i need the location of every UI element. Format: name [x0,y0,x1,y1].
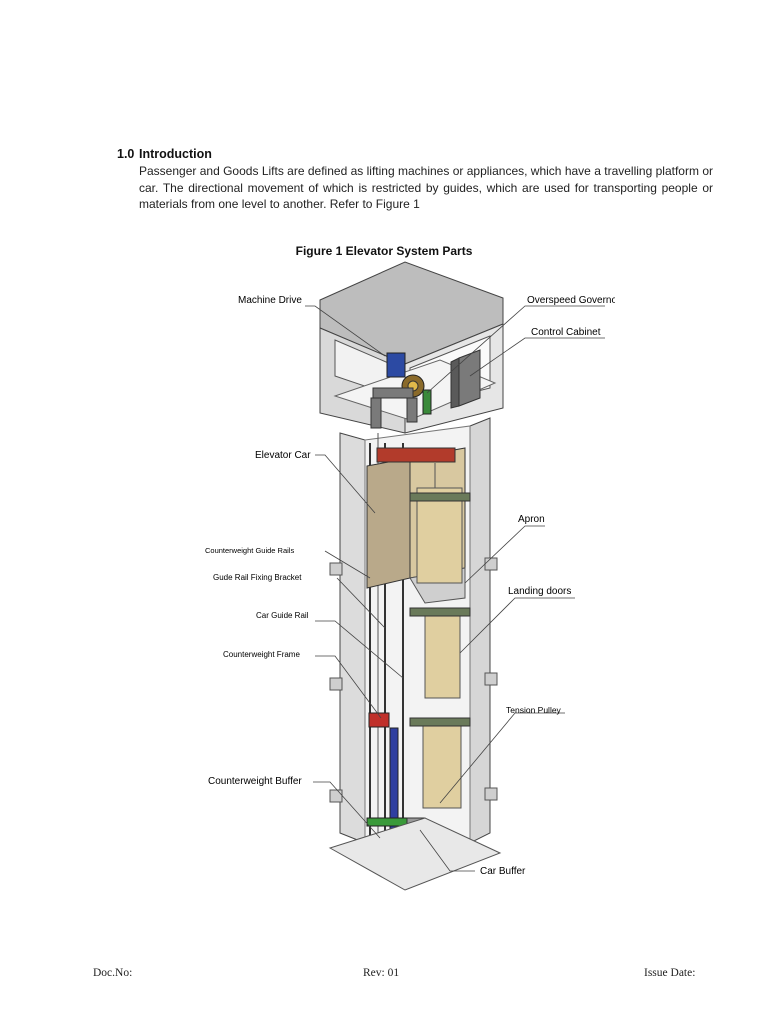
label-apron: Apron [518,514,545,525]
label-landing-doors: Landing doors [508,586,571,597]
section-title: Introduction [139,147,212,161]
footer-issue-date: Issue Date: [644,967,696,979]
label-tension-pulley: Tension Pulley [506,705,562,715]
intro-paragraph: Passenger and Goods Lifts are defined as… [139,164,713,211]
label-car-buffer: Car Buffer [480,866,526,877]
shaft-right-wall [469,417,491,844]
pit-base [328,817,502,891]
label-counterweight-buffer: Counterweight Buffer [208,776,302,787]
landing-doors [409,487,471,809]
elevator-car [366,457,411,589]
shaft-left-wall [339,432,366,844]
elevator-diagram: Machine Drive Overspeed Governor Control… [195,258,621,903]
section-number: 1.0 [117,147,135,161]
label-elevator-car: Elevator Car [255,450,311,461]
label-car-guide-rail: Car Guide Rail [256,611,309,620]
label-machine-drive: Machine Drive [238,295,302,306]
counterweight-frame [368,712,390,728]
label-guide-rail-fixing-bracket: Gude Rail Fixing Bracket [213,573,302,582]
footer-doc-no: Doc.No: [93,967,133,979]
label-counterweight-guide-rails: Counterweight Guide Rails [205,546,294,555]
figure-caption: Figure 1 Elevator System Parts [295,244,473,258]
label-control-cabinet: Control Cabinet [531,327,601,338]
machine-motor [386,352,406,378]
overspeed-governor [422,389,432,415]
label-counterweight-frame: Counterweight Frame [223,650,300,659]
control-cabinet [458,349,481,407]
label-overspeed-governor: Overspeed Governor [527,295,615,306]
footer-rev: Rev: 01 [363,967,400,979]
